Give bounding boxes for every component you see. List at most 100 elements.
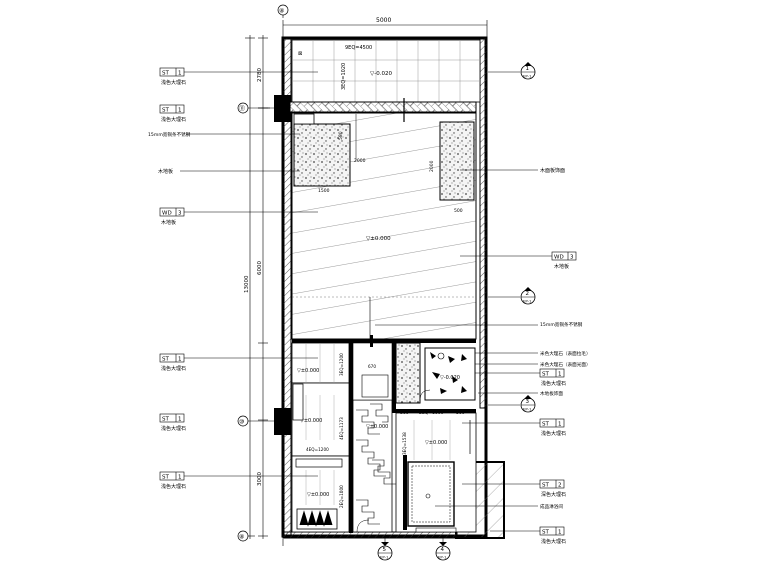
wc2-level: ▽±0.000	[300, 418, 322, 424]
cabinet-w2-dim: 500	[454, 208, 463, 214]
svg-text:WD: WD	[162, 211, 172, 217]
right-tag-4: ST 2 深色大理石	[462, 479, 566, 498]
svg-text:ST: ST	[162, 71, 169, 77]
svg-text:2: 2	[558, 483, 562, 489]
balcony-area: ⊠ 9EQ=4500 3EQ=1020 ▽-0.020	[289, 39, 481, 113]
left-dimension-chain	[245, 35, 270, 539]
svg-text:3: 3	[178, 211, 182, 217]
svg-text:ST: ST	[542, 422, 549, 428]
svg-text:ST: ST	[542, 530, 549, 536]
wc2-dim: 4EQ=1173	[339, 417, 344, 440]
svg-text:木地板: 木地板	[161, 219, 176, 226]
svg-text:EP-1: EP-1	[523, 407, 532, 412]
section-marker-3: 3 EP-1	[488, 395, 536, 413]
corridor-level: ▽±0.000	[366, 424, 388, 430]
section-marker-1: 1 EP-1	[488, 62, 536, 80]
wc3-dim: 2EQ=1000	[339, 485, 344, 508]
svg-text:ST: ST	[162, 357, 169, 363]
left-tag-3: WD 3 木地板	[159, 207, 318, 226]
left-tag-6: ST 1 浅色大理石	[159, 471, 318, 490]
right-tag-2: ST 1 浅色大理石	[475, 368, 566, 387]
right-tag-5: ST 1 浅色大理石	[490, 526, 566, 545]
right-note-3: 米色大理石（表面拉毛）	[540, 350, 591, 357]
svg-text:1: 1	[558, 422, 562, 428]
bath-level: ▽±0.000	[425, 440, 447, 446]
svg-text:浅色大理石: 浅色大理石	[541, 380, 566, 387]
cabinet-left-dim: 580	[338, 131, 344, 140]
svg-text:1: 1	[526, 66, 530, 72]
bath-width-dim: 2EQ=1000	[419, 410, 444, 416]
svg-text:4: 4	[441, 547, 445, 553]
svg-text:1: 1	[178, 71, 182, 77]
left-tag-1: ST 1 浅色大理石	[159, 67, 318, 86]
section-marker-4: 4 EP-1	[435, 536, 451, 561]
svg-text:WD: WD	[554, 255, 564, 261]
main-room-level: ▽±0.000	[366, 236, 391, 242]
section-marker-5: 5 EP-1	[377, 536, 393, 561]
top-axis-label: ⑧	[279, 8, 284, 15]
right-note-2: 15mm宽铜条不锈钢	[540, 321, 583, 328]
svg-text:3: 3	[570, 255, 574, 261]
left-dim-2: 6000	[257, 261, 263, 275]
cabinet-left2-dim: 2000	[354, 158, 366, 164]
lower-rooms: ▽±0.000 ▽±0.000 ▽±0.000 3EQ=1200 4EQ=117…	[291, 335, 477, 533]
wc1-level: ▽±0.000	[297, 368, 319, 374]
left-note-trim: 15mm宽铜条不锈钢	[148, 131, 191, 138]
svg-text:1: 1	[558, 530, 562, 536]
svg-text:浅色大理石: 浅色大理石	[541, 538, 566, 545]
svg-text:木地板: 木地板	[554, 263, 569, 270]
svg-text:深色大理石: 深色大理石	[541, 491, 566, 498]
svg-text:浅色大理石: 浅色大理石	[161, 365, 186, 372]
svg-text:ST: ST	[162, 108, 169, 114]
cabinet-w-dim: 1500	[318, 188, 330, 194]
axis-upper-label: ⑪	[239, 105, 245, 113]
shoe-rack-icon	[296, 508, 338, 530]
svg-text:1: 1	[178, 108, 182, 114]
left-dim-3: 3000	[257, 472, 263, 486]
right-note-5: 木地板饰面	[540, 390, 563, 397]
bath-depth-dim: 3EQ=1538	[402, 432, 407, 455]
svg-text:EP-1: EP-1	[380, 555, 389, 560]
right-note-6: 成品淋浴间	[540, 503, 563, 510]
balcony-level: ▽-0.020	[370, 71, 392, 77]
section-marker-2: 2 EP-1	[488, 287, 536, 305]
svg-text:ST: ST	[162, 417, 169, 423]
bottom-axis-label: ⑧	[239, 534, 244, 541]
right-tag-3: ST 1 浅色大理石	[462, 418, 566, 437]
svg-text:ST: ST	[542, 372, 549, 378]
left-tag-2: ST 1 浅色大理石	[159, 104, 186, 123]
main-room: 580 2000 2000 1500 500 ▽±0.000	[291, 98, 477, 340]
top-dim-label: 5000	[376, 17, 391, 24]
svg-text:5: 5	[383, 547, 387, 553]
small-dim: 670	[368, 364, 376, 369]
svg-text:EP-1: EP-1	[523, 299, 532, 304]
bath-left-dim: 360	[400, 410, 409, 416]
svg-text:ST: ST	[542, 483, 549, 489]
svg-text:1: 1	[178, 357, 182, 363]
svg-text:ST: ST	[162, 475, 169, 481]
axis-lower-label: ⑩	[239, 419, 244, 426]
bath-right-dim: 500	[456, 410, 465, 416]
left-note-wood: 木地板	[158, 168, 173, 175]
balcony-drain-symbol: ⊠	[298, 51, 302, 57]
svg-text:1: 1	[558, 372, 562, 378]
balcony-width-dim: 9EQ=4500	[345, 45, 372, 51]
svg-text:1: 1	[178, 475, 182, 481]
top-grid-bubble	[277, 4, 289, 16]
wc1-width-dim: 4EQ=1200	[306, 447, 329, 452]
cabinet-right-dim: 2000	[429, 160, 435, 172]
bottom-grid-bubble	[237, 530, 249, 542]
shower-level: ▽-0.020	[440, 375, 460, 381]
svg-text:3: 3	[526, 399, 530, 405]
svg-text:1: 1	[178, 417, 182, 423]
right-tag-1: WD 3 木地板	[460, 251, 577, 270]
right-note-4: 米色大理石（表面光面）	[540, 361, 591, 368]
left-dim-1: 2780	[257, 68, 263, 82]
balcony-depth-dim: 3EQ=1020	[341, 63, 347, 90]
right-note-1: 木面板饰面	[540, 167, 565, 174]
svg-text:EP-1: EP-1	[438, 555, 447, 560]
left-dim-total: 13000	[244, 275, 250, 293]
svg-text:浅色大理石: 浅色大理石	[161, 483, 186, 490]
svg-text:浅色大理石: 浅色大理石	[161, 79, 186, 86]
